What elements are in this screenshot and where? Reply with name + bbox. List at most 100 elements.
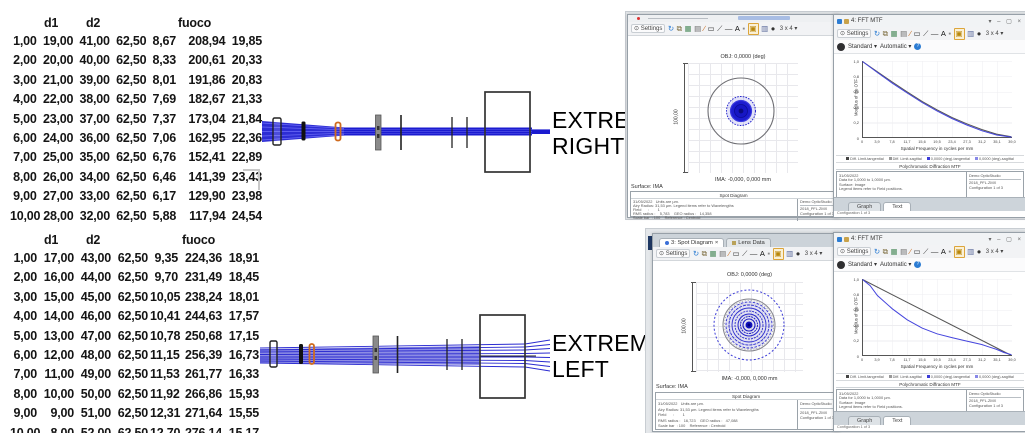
settings-button[interactable]: ⊙ Settings <box>656 249 691 258</box>
aspect-lock-icon[interactable]: ▣ <box>747 22 759 35</box>
window-icon <box>837 236 842 242</box>
text-tool-icon[interactable]: A <box>734 23 740 33</box>
automatic-dropdown[interactable]: Automatic ▾ <box>880 262 912 268</box>
copy-window-icon[interactable]: ▥ <box>967 246 975 256</box>
copy-window-icon[interactable]: ▥ <box>761 23 769 33</box>
standard-dropdown[interactable]: Standard ▾ <box>848 262 878 268</box>
copy-window-icon[interactable]: ▥ <box>786 248 794 258</box>
col-header-d2: d2 <box>86 16 101 30</box>
copy-icon[interactable]: ⧉ <box>701 248 708 258</box>
print-icon[interactable]: ▤ <box>694 23 702 33</box>
arrow-tool-icon[interactable]: ⟋ <box>742 248 748 258</box>
refresh-icon[interactable]: ↻ <box>873 28 881 38</box>
copy-window-icon[interactable]: ▥ <box>967 28 975 38</box>
save-image-icon[interactable]: ▦ <box>684 23 692 33</box>
x-tick-label: 19,5 <box>933 140 941 144</box>
line-tool-icon[interactable]: ∕ <box>703 23 705 33</box>
x-tick-label: 3,9 <box>874 140 880 144</box>
col-header-fuoco: fuoco <box>182 233 216 247</box>
copy-icon[interactable]: ⧉ <box>882 28 889 38</box>
settings-button[interactable]: ⊙ Settings <box>837 29 872 38</box>
tab-lens-data[interactable]: Lens Data <box>726 238 771 247</box>
spot-plot-area-a <box>688 63 798 173</box>
settings-button[interactable]: ⊙ Settings <box>837 247 872 256</box>
col-header-fuoco: fuoco <box>178 16 212 30</box>
info-icon[interactable]: ● <box>795 248 801 258</box>
line-tool-icon[interactable]: ∕ <box>728 248 730 258</box>
window-titlebar: 4: FFT MTF▾ ‒ ▢ × <box>834 233 1025 246</box>
tab-graph[interactable]: Graph <box>848 416 882 425</box>
text-tool-icon[interactable]: A <box>759 248 765 258</box>
print-icon[interactable]: ▤ <box>900 28 908 38</box>
grid-layout-dropdown[interactable]: 3 x 4 ▾ <box>804 251 823 257</box>
window-controls[interactable]: ▾ ‒ ▢ × <box>988 18 1023 25</box>
save-image-icon[interactable]: ▦ <box>709 248 717 258</box>
text-tool-icon[interactable]: A <box>940 246 946 256</box>
legend-item: Diff. Limit-tangential <box>846 157 884 161</box>
x-tick-label: 11,7 <box>903 140 911 144</box>
series-0-0000-deg- <box>862 279 1012 356</box>
refresh-icon[interactable]: ↻ <box>873 246 881 256</box>
mtf-x-axis-label: Spatial Frequency in cycles per mm <box>900 364 974 369</box>
save-image-icon[interactable]: ▦ <box>890 246 898 256</box>
line-tool-icon[interactable]: ∕ <box>909 28 911 38</box>
x-tick-label: 39,0 <box>1008 140 1016 144</box>
rect-tool-icon[interactable]: ▭ <box>913 28 921 38</box>
grid-layout-dropdown[interactable]: 3 x 4 ▾ <box>985 31 1004 37</box>
window-controls[interactable]: ▾ ‒ ▢ × <box>988 236 1023 243</box>
lock-icon[interactable]: ▪ <box>948 28 952 38</box>
grid-layout-dropdown[interactable]: 3 x 4 ▾ <box>779 26 798 32</box>
status-text: Configuration 1 of 3 <box>834 425 1025 431</box>
save-image-icon[interactable]: ▦ <box>890 28 898 38</box>
mtf-curves <box>862 61 1012 138</box>
gear-icon[interactable] <box>837 260 845 269</box>
tab-spot-diagram[interactable]: 3: Spot Diagram× <box>659 238 725 247</box>
refresh-icon[interactable]: ↻ <box>692 248 700 258</box>
text-tool-icon[interactable]: A <box>940 28 946 38</box>
info-icon[interactable]: ● <box>976 246 982 256</box>
tab-graph[interactable]: Graph <box>848 202 882 211</box>
aspect-lock-icon[interactable]: ▣ <box>953 245 965 258</box>
lock-icon[interactable]: ▪ <box>767 248 771 258</box>
lock-icon[interactable]: ▪ <box>948 246 952 256</box>
info-icon[interactable]: ● <box>976 28 982 38</box>
x-tick-label: 27,3 <box>963 358 971 362</box>
lock-icon[interactable]: ▪ <box>742 23 746 33</box>
rect-tool-icon[interactable]: ▭ <box>913 246 921 256</box>
rect-tool-icon[interactable]: ▭ <box>707 23 715 33</box>
tab-text[interactable]: Text <box>883 416 912 425</box>
copy-icon[interactable]: ⧉ <box>676 23 683 33</box>
print-icon[interactable]: ▤ <box>900 246 908 256</box>
dash-tool-icon[interactable]: ― <box>930 246 939 256</box>
aspect-lock-icon[interactable]: ▣ <box>953 27 965 40</box>
standard-dropdown[interactable]: Standard ▾ <box>848 44 878 50</box>
dash-tool-icon[interactable]: ― <box>724 23 733 33</box>
close-icon[interactable]: × <box>714 240 719 246</box>
print-icon[interactable]: ▤ <box>719 248 727 258</box>
gear-icon[interactable] <box>837 42 845 51</box>
window-title: 4: FFT MTF <box>851 18 883 24</box>
arrow-tool-icon[interactable]: ⟋ <box>717 23 723 33</box>
aspect-lock-icon[interactable]: ▣ <box>772 247 784 260</box>
arrow-tool-icon[interactable]: ⟋ <box>923 28 929 38</box>
info-icon[interactable]: ● <box>770 23 776 33</box>
grid-layout-dropdown[interactable]: 3 x 4 ▾ <box>985 249 1004 255</box>
tab-text[interactable]: Text <box>883 202 912 211</box>
settings-button[interactable]: ⊙ Settings <box>631 24 666 33</box>
dash-tool-icon[interactable]: ― <box>749 248 758 258</box>
x-tick-label: 31,2 <box>978 140 986 144</box>
rect-tool-icon[interactable]: ▭ <box>732 248 740 258</box>
help-icon[interactable]: ? <box>914 43 922 50</box>
help-icon[interactable]: ? <box>914 261 922 268</box>
arrow-tool-icon[interactable]: ⟋ <box>923 246 929 256</box>
copy-icon[interactable]: ⧉ <box>882 246 889 256</box>
refresh-icon[interactable]: ↻ <box>667 23 675 33</box>
surface-label: Surface: IMA <box>656 384 688 390</box>
mtf-plot-area <box>862 61 1012 138</box>
line-tool-icon[interactable]: ∕ <box>909 246 911 256</box>
dash-tool-icon[interactable]: ― <box>930 28 939 38</box>
automatic-dropdown[interactable]: Automatic ▾ <box>880 44 912 50</box>
